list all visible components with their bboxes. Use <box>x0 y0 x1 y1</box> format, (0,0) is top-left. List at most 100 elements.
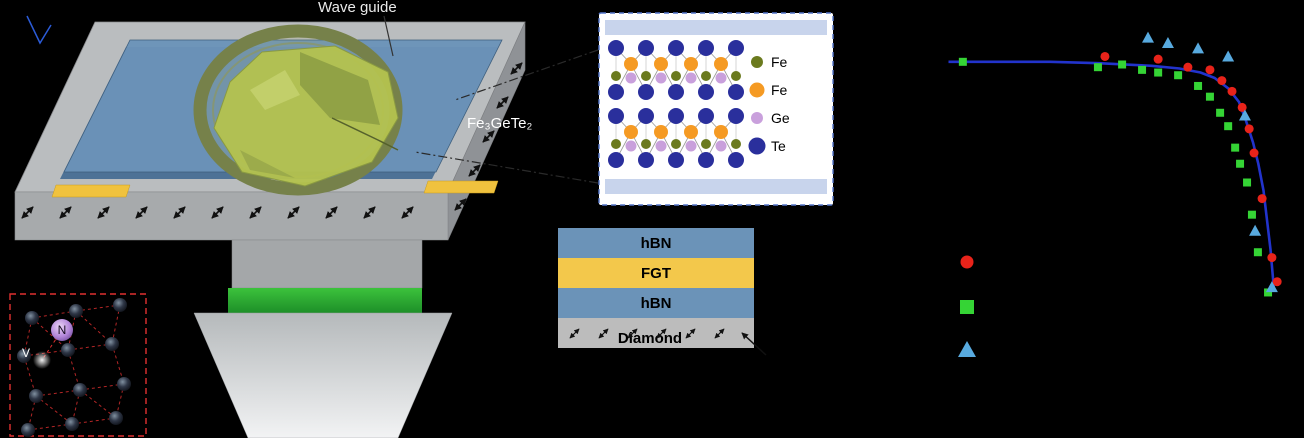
vdw-bar-bottom <box>605 179 827 194</box>
green-squares-point <box>958 57 967 66</box>
nv-axis-arrow <box>97 206 110 219</box>
red-circles-point <box>1183 62 1193 72</box>
carbon-atom <box>65 417 79 431</box>
blue-triangles-point <box>1265 281 1278 293</box>
green-squares-point <box>1154 68 1163 77</box>
vdw-bar-top <box>605 20 827 35</box>
wave-guide-label: Wave guide <box>318 0 397 16</box>
te-atom <box>608 40 624 56</box>
legend-label-fe-orange: Fe <box>771 82 788 98</box>
te-atom <box>728 84 744 100</box>
ge-atom <box>625 140 637 152</box>
carbon-atom <box>61 343 75 357</box>
blue-triangles-point <box>1142 31 1154 43</box>
te-atom <box>668 152 684 168</box>
carbon-atom <box>109 411 123 425</box>
red-circles-point <box>1237 102 1247 112</box>
crystal-legend: Fe Fe Ge Te <box>748 54 790 155</box>
te-atom <box>638 108 654 124</box>
stack-label-diamond: Diamond <box>618 330 682 347</box>
fe-atom-orange <box>684 57 698 71</box>
crystal-leader-bottom <box>414 151 599 184</box>
objective-lens <box>193 312 453 438</box>
fe-atom-olive <box>611 71 621 81</box>
ge-atom <box>715 72 727 84</box>
legend-marker-triangle <box>958 341 976 357</box>
blue-triangles-point <box>1238 109 1251 121</box>
nv-axis-arrow <box>598 328 609 339</box>
nv-axis-arrow <box>249 206 262 219</box>
fgt-flake-highlight <box>250 70 300 110</box>
crystal-structure-inset: Fe Fe Ge Te <box>598 12 834 206</box>
fgt-flake-crack <box>331 117 399 151</box>
stack-layer-fgt <box>558 258 754 288</box>
fe-atom-olive <box>611 139 621 149</box>
legend-dot-fe-olive <box>751 56 763 68</box>
nitrogen-atom <box>51 319 73 341</box>
legend-dot-ge <box>751 112 763 124</box>
carbon-atom <box>113 298 127 312</box>
carbon-atom <box>105 337 119 351</box>
green-squares-point <box>1174 71 1183 80</box>
stack-label-fgt: FGT <box>641 265 671 282</box>
fe-atom-olive <box>671 71 681 81</box>
fgt-flake <box>213 45 399 187</box>
carbon-atom <box>69 304 83 318</box>
crystal-inset-border <box>598 12 834 206</box>
nv-axis-arrow <box>685 328 696 339</box>
fe-atom-olive <box>671 139 681 149</box>
nv-pointer-arrow <box>741 332 767 356</box>
green-squares-point <box>1247 210 1256 219</box>
fe-atom-orange <box>714 57 728 71</box>
ge-atom <box>655 72 667 84</box>
legend-marker-circle <box>960 255 974 269</box>
te-atom <box>638 152 654 168</box>
te-atom <box>608 84 624 100</box>
green-squares-point <box>1194 81 1203 90</box>
ge-atom <box>685 140 697 152</box>
te-atom <box>698 84 714 100</box>
nv-axis-arrow <box>363 206 376 219</box>
blue-triangles-point <box>1222 50 1235 62</box>
gold-electrodes <box>51 180 499 198</box>
fe-atom-orange <box>684 125 698 139</box>
legend-dot-te <box>748 137 766 155</box>
fe-atom-olive <box>701 139 711 149</box>
red-circles-point <box>1205 65 1215 75</box>
carbon-atom <box>117 377 131 391</box>
fe-atom-orange <box>624 57 638 71</box>
fe-atom-orange <box>654 125 668 139</box>
chart-legend <box>958 255 976 357</box>
red-circles-point <box>1227 86 1237 96</box>
fe-atom-orange <box>624 125 638 139</box>
carbon-atom <box>25 311 39 325</box>
nv-axis-arrow <box>454 198 467 211</box>
stack-nv-arrows <box>569 328 725 339</box>
te-atom <box>728 40 744 56</box>
nv-axis-arrow <box>173 206 186 219</box>
te-atom <box>668 40 684 56</box>
blue-triangles-point <box>1249 224 1262 236</box>
red-circles-point <box>1257 194 1267 204</box>
fe-atom-olive <box>701 71 711 81</box>
green-squares-point <box>1138 65 1147 74</box>
red-circles-point <box>1244 124 1254 134</box>
green-squares-point <box>1243 178 1252 187</box>
nv-center-inset: N V <box>9 293 147 437</box>
blue-triangles-point <box>1161 37 1174 49</box>
stack-inset: hBN FGT hBN Diamond <box>558 228 767 356</box>
legend-label-fe-olive: Fe <box>771 54 788 70</box>
waveguide-leader-line <box>383 15 394 57</box>
fit-curve <box>948 60 1276 290</box>
sample-pedestal <box>231 239 423 289</box>
fe-atom-olive <box>731 139 741 149</box>
green-squares-point <box>1253 248 1262 257</box>
vacancy-label: V <box>22 346 30 360</box>
carbon-atom <box>29 389 43 403</box>
green-squares-point <box>1205 92 1214 101</box>
nv-axis-arrow <box>287 206 300 219</box>
nv-axis-arrow <box>468 164 481 177</box>
light-path-icon <box>26 15 52 45</box>
